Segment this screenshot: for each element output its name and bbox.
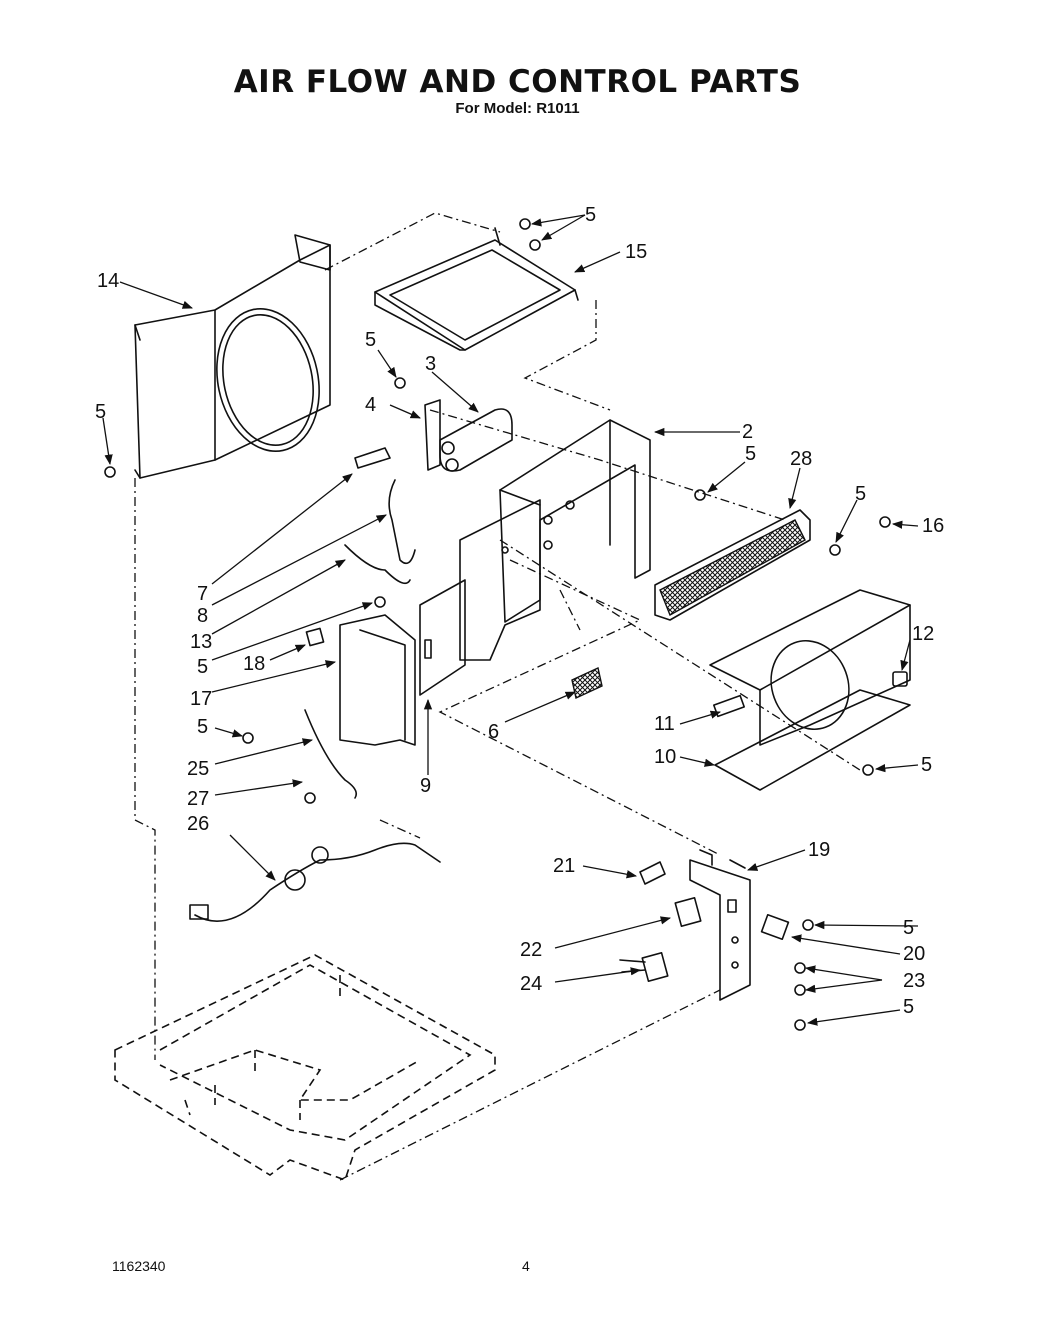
callout-21: 21 — [553, 855, 575, 877]
part-12-nut — [892, 671, 908, 687]
screw-icon — [794, 962, 806, 974]
part-22-switch — [674, 897, 702, 927]
callout-27: 27 — [187, 788, 209, 810]
part-15-bracket — [374, 227, 579, 351]
part-21-clip — [639, 861, 666, 885]
screw-icon — [794, 1019, 806, 1031]
callout-5: 5 — [855, 483, 866, 505]
screw-icon — [104, 466, 116, 478]
callout-4: 4 — [365, 394, 376, 416]
part-24-switch — [619, 952, 669, 982]
callout-20: 20 — [903, 943, 925, 965]
part-20-knob — [760, 913, 790, 941]
callout-5: 5 — [365, 329, 376, 351]
part-28-grille — [654, 509, 811, 621]
callout-24: 24 — [520, 973, 542, 995]
document-number: 1162340 — [112, 1258, 166, 1274]
callout-6: 6 — [488, 721, 499, 743]
assembly-guide-lines — [134, 212, 861, 1181]
screw-icon — [374, 596, 386, 608]
part-14-shroud — [134, 234, 331, 479]
screw-icon — [519, 218, 531, 230]
callout-26: 26 — [187, 813, 209, 835]
part-8-sensing-bulb — [388, 479, 416, 565]
part-18-clip — [305, 627, 325, 647]
callout-5: 5 — [745, 443, 756, 465]
callout-5: 5 — [197, 656, 208, 678]
screw-icon — [879, 516, 891, 528]
model-subtitle: For Model: R1011 — [455, 100, 580, 117]
callout-5: 5 — [95, 401, 106, 423]
screw-icon — [242, 732, 254, 744]
callout-5: 5 — [197, 716, 208, 738]
callout-2: 2 — [742, 421, 753, 443]
callout-12: 12 — [912, 623, 934, 645]
part-10-orifice — [709, 589, 911, 791]
part-3-capacitor — [439, 408, 513, 472]
callout-23: 23 — [903, 970, 925, 992]
callout-5: 5 — [903, 917, 914, 939]
callout-11: 11 — [654, 713, 675, 735]
part-19-switch-panel — [689, 849, 751, 1001]
callout-25: 25 — [187, 758, 209, 780]
callout-19: 19 — [808, 839, 830, 861]
part-17-control-panel — [339, 614, 416, 746]
callout-3: 3 — [425, 353, 436, 375]
callout-15: 15 — [625, 241, 647, 263]
screw-icon — [304, 792, 316, 804]
callout-18: 18 — [243, 653, 265, 675]
callout-5: 5 — [903, 996, 914, 1018]
callout-17: 17 — [190, 688, 212, 710]
callout-5: 5 — [921, 754, 932, 776]
screws — [104, 218, 891, 1031]
part-9-control-plate — [419, 579, 466, 696]
callout-5: 5 — [585, 204, 596, 226]
callout-14: 14 — [97, 270, 119, 292]
screw-icon — [694, 489, 706, 501]
part-7-thermostat-bracket — [354, 447, 391, 469]
screw-icon — [862, 764, 874, 776]
screw-icon — [829, 544, 841, 556]
callout-9: 9 — [420, 775, 431, 797]
callout-7: 7 — [197, 583, 208, 605]
part-4-capacitor-bracket — [424, 399, 441, 471]
callout-8: 8 — [197, 605, 208, 627]
screw-icon — [529, 239, 541, 251]
callout-16: 16 — [922, 515, 944, 537]
callout-28: 28 — [790, 448, 812, 470]
callout-13: 13 — [190, 631, 212, 653]
part-11-bracket — [712, 694, 746, 718]
page-title: AIR FLOW AND CONTROL PARTS — [233, 64, 802, 100]
page-number: 4 — [522, 1258, 530, 1274]
part-25-ground-wire — [304, 709, 358, 799]
callout-10: 10 — [654, 746, 676, 768]
part-6-mesh — [571, 667, 603, 699]
part-13-wire-lead — [344, 544, 411, 585]
screw-icon — [794, 984, 806, 996]
screw-icon — [394, 377, 406, 389]
part-2-bulkhead — [459, 419, 651, 661]
screw-icon — [802, 919, 814, 931]
base-pan — [114, 954, 496, 1182]
callout-labels: 5 15 14 5 3 4 5 2 5 28 5 16 7 8 13 5 18 … — [95, 204, 944, 1018]
part-26-power-cord — [189, 842, 441, 922]
leader-lines — [102, 214, 919, 1026]
callout-22: 22 — [520, 939, 542, 961]
